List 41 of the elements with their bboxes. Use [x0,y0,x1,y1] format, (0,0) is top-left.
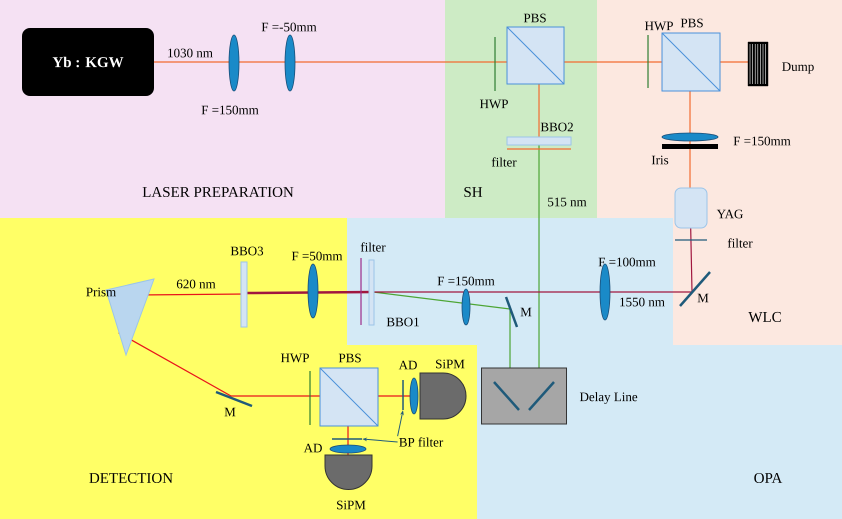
laser-box: Yb : KGW [22,28,154,96]
label: F =150mm [202,106,259,114]
label: F =-50mm [262,22,316,32]
label: BBO3 [230,246,264,256]
label: F =150mm [438,276,495,286]
label: SiPM [436,360,464,368]
label: M [698,294,708,302]
label: BBO1 [386,318,419,326]
label: 1550 nm [620,298,665,306]
label: F =100mm [598,258,656,266]
label: F =150mm [734,136,791,146]
label: 515 nm [548,198,586,206]
label: HWP [644,22,673,30]
node-label: Prism [86,288,116,296]
label: filter [492,157,517,167]
label: HWP [480,100,508,108]
node-label: BP filter [399,437,444,447]
label: WLC [748,312,781,322]
label: PBS [524,14,546,22]
label: M [224,408,236,416]
label: AD [398,360,417,370]
label: HWP [280,354,309,362]
label: 620 nm [176,280,216,288]
label: filter [728,238,753,248]
label: DETECTION [89,472,173,484]
label: 1030 nm [168,48,213,58]
label: YAG [716,210,743,218]
label: PBS [338,354,361,362]
label: F =50mm [292,252,342,260]
label: M [520,308,532,316]
label: BBO2 [540,122,573,132]
label: AD [304,444,322,452]
label: filter [360,242,386,252]
label: LASER PREPARATION [142,186,294,198]
label: PBS [680,18,703,28]
label: Iris [652,156,668,164]
label: SH [464,186,482,198]
node-label: Delay Line [580,392,638,404]
label: SiPM [337,500,366,510]
label: Dump [782,62,814,74]
label: OPA [754,472,782,484]
